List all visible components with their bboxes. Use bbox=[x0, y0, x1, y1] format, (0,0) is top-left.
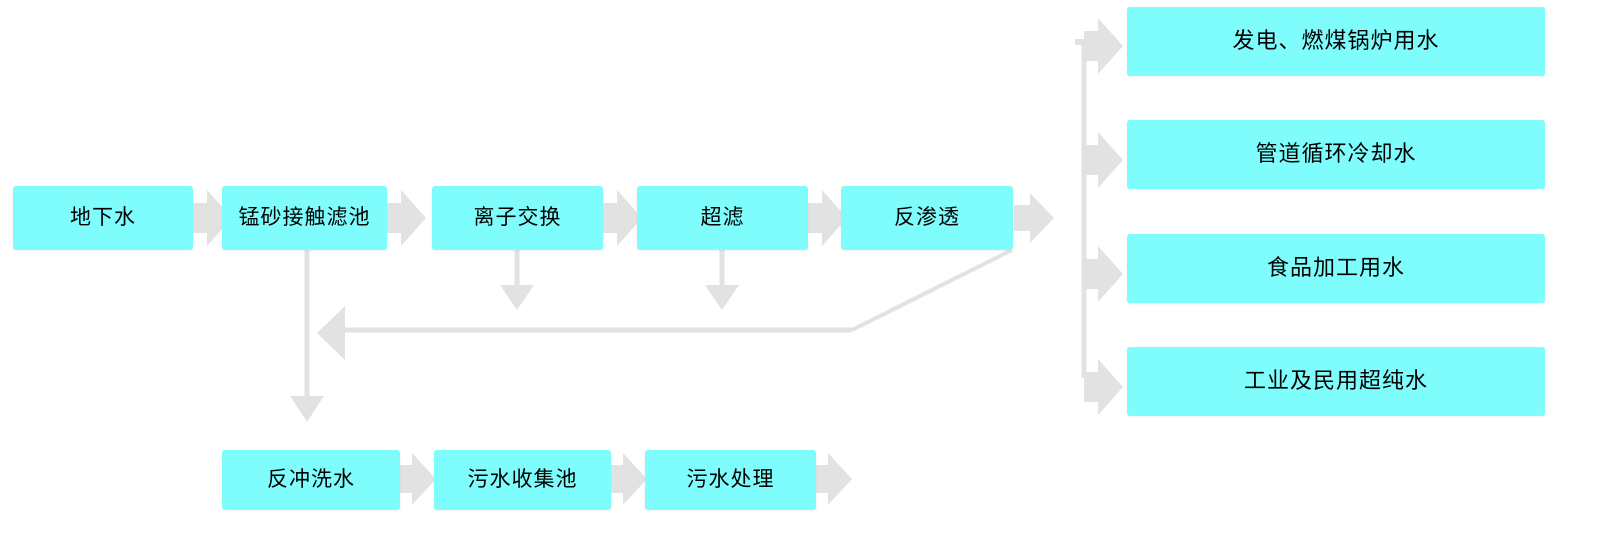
arrow-down-ionexchange bbox=[500, 285, 534, 310]
node-groundwater-label: 地下水 bbox=[70, 206, 136, 230]
node-pipeline-cooling-water-label: 管道循环冷却水 bbox=[1255, 141, 1417, 167]
node-industrial-ultrapure-water-label: 工业及民用超纯水 bbox=[1243, 368, 1428, 394]
node-groundwater[interactable]: 地下水 bbox=[13, 186, 193, 250]
node-ion-exchange-label: 离子交换 bbox=[473, 206, 562, 230]
node-manganese-sand-filter-label: 锰砂接触滤池 bbox=[238, 206, 371, 230]
node-backwash-water[interactable]: 反冲洗水 bbox=[222, 450, 400, 510]
arrow-collection-to-treatment bbox=[611, 453, 647, 505]
diagonal-line-reverseosmosis bbox=[851, 248, 1013, 332]
node-ion-exchange[interactable]: 离子交换 bbox=[432, 186, 603, 250]
arrow-branch-output-2 bbox=[1084, 132, 1123, 188]
node-power-boiler-water-label: 发电、燃煤锅炉用水 bbox=[1232, 28, 1440, 54]
arrow-branch-output-1 bbox=[1084, 18, 1123, 74]
arrow-backwash-to-collection bbox=[400, 453, 436, 505]
arrow-branch-output-4 bbox=[1084, 359, 1123, 415]
arrow-branch-output-3 bbox=[1084, 246, 1123, 302]
arrow-treatment-outflow bbox=[816, 453, 852, 505]
node-wastewater-treatment[interactable]: 污水处理 bbox=[645, 450, 816, 510]
node-wastewater-treatment-label: 污水处理 bbox=[686, 468, 775, 492]
arrow-left-return-bus bbox=[317, 306, 345, 360]
node-ultrafiltration-label: 超滤 bbox=[700, 206, 745, 230]
arrow-down-sandfilter bbox=[290, 396, 324, 422]
node-wastewater-collection-tank[interactable]: 污水收集池 bbox=[434, 450, 611, 510]
node-backwash-water-label: 反冲洗水 bbox=[267, 468, 355, 492]
node-ultrafiltration[interactable]: 超滤 bbox=[637, 186, 808, 250]
node-pipeline-cooling-water[interactable]: 管道循环冷却水 bbox=[1127, 120, 1545, 189]
node-industrial-ultrapure-water[interactable]: 工业及民用超纯水 bbox=[1127, 347, 1545, 416]
node-manganese-sand-filter[interactable]: 锰砂接触滤池 bbox=[222, 186, 387, 250]
arrow-reverseosmosis-to-branch bbox=[1014, 193, 1054, 243]
node-reverse-osmosis-label: 反渗透 bbox=[894, 206, 960, 230]
node-food-processing-water-label: 食品加工用水 bbox=[1266, 255, 1405, 281]
node-reverse-osmosis[interactable]: 反渗透 bbox=[841, 186, 1013, 250]
node-wastewater-collection-tank-label: 污水收集池 bbox=[467, 468, 578, 492]
node-power-boiler-water[interactable]: 发电、燃煤锅炉用水 bbox=[1127, 7, 1545, 76]
arrow-sandfilter-to-ionexchange bbox=[387, 190, 426, 246]
arrow-down-ultrafiltration bbox=[705, 285, 739, 310]
branch-stub-1 bbox=[1075, 39, 1084, 45]
node-food-processing-water[interactable]: 食品加工用水 bbox=[1127, 234, 1545, 303]
